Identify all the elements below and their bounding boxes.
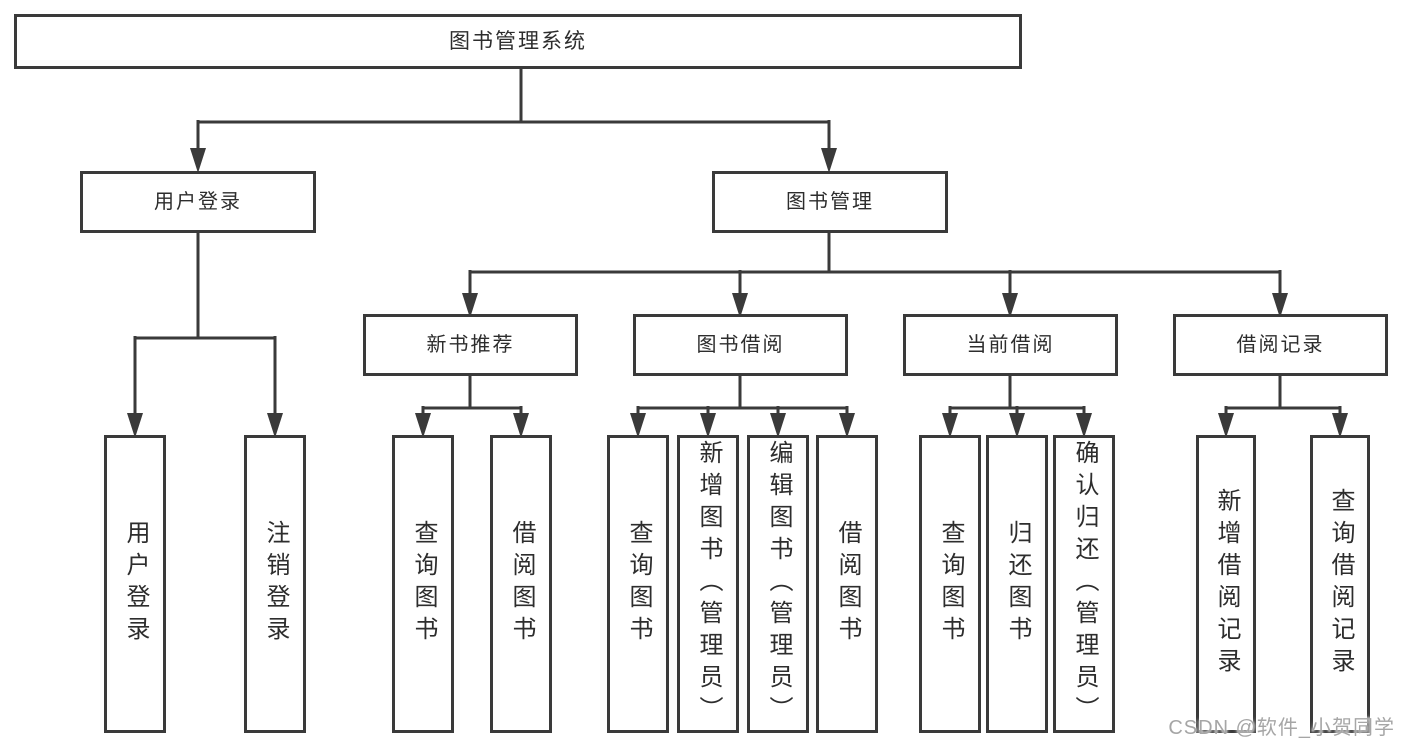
leaf-node-add-books-admin: 新增图书（管理员） xyxy=(677,435,739,733)
leaf-node-borrow-books: 借阅图书 xyxy=(816,435,878,733)
leaf-node-label: 查询图书 xyxy=(937,520,964,648)
leaf-node-query-books-borrow: 查询图书 xyxy=(607,435,669,733)
leaf-node-label: 新增借阅记录 xyxy=(1213,488,1240,680)
leaf-node-label: 查询图书 xyxy=(410,520,437,648)
module-node-label: 借阅记录 xyxy=(1236,334,1325,356)
module-node-label: 当前借阅 xyxy=(966,334,1055,356)
leaf-node-logout: 注销登录 xyxy=(244,435,306,733)
leaf-node-label: 注销登录 xyxy=(262,520,289,648)
branch-node-book-management: 图书管理 xyxy=(712,171,948,233)
leaf-node-add-borrow-record: 新增借阅记录 xyxy=(1196,435,1256,733)
branch-node-user-login: 用户登录 xyxy=(80,171,316,233)
module-node-label: 图书借阅 xyxy=(696,334,785,356)
leaf-node-query-books-recommend: 查询图书 xyxy=(392,435,454,733)
leaf-node-label: 新增图书（管理员） xyxy=(695,440,722,728)
module-node-borrow-records: 借阅记录 xyxy=(1173,314,1388,376)
leaf-node-label: 编辑图书（管理员） xyxy=(765,440,792,728)
branch-node-label: 用户登录 xyxy=(154,191,242,213)
leaf-node-confirm-return-admin: 确认归还（管理员） xyxy=(1053,435,1115,733)
module-node-label: 新书推荐 xyxy=(426,334,515,356)
leaf-node-return-books: 归还图书 xyxy=(986,435,1048,733)
leaf-node-label: 借阅图书 xyxy=(834,520,861,648)
leaf-node-borrow-books-recommend: 借阅图书 xyxy=(490,435,552,733)
leaf-node-edit-books-admin: 编辑图书（管理员） xyxy=(747,435,809,733)
leaf-node-query-books-current: 查询图书 xyxy=(919,435,981,733)
leaf-node-label: 借阅图书 xyxy=(508,520,535,648)
branch-node-label: 图书管理 xyxy=(786,191,874,213)
root-node-label: 图书管理系统 xyxy=(449,29,587,53)
leaf-node-user-login: 用户登录 xyxy=(104,435,166,733)
module-node-current-borrow: 当前借阅 xyxy=(903,314,1118,376)
root-node: 图书管理系统 xyxy=(14,14,1022,69)
leaf-node-label: 归还图书 xyxy=(1004,520,1031,648)
module-node-book-borrow: 图书借阅 xyxy=(633,314,848,376)
watermark: CSDN @软件_小贺同学 xyxy=(1168,717,1395,739)
leaf-node-label: 确认归还（管理员） xyxy=(1071,440,1098,728)
module-node-new-book-recommend: 新书推荐 xyxy=(363,314,578,376)
leaf-node-label: 查询借阅记录 xyxy=(1327,488,1354,680)
leaf-node-label: 用户登录 xyxy=(122,520,149,648)
leaf-node-query-borrow-record: 查询借阅记录 xyxy=(1310,435,1370,733)
leaf-node-label: 查询图书 xyxy=(625,520,652,648)
